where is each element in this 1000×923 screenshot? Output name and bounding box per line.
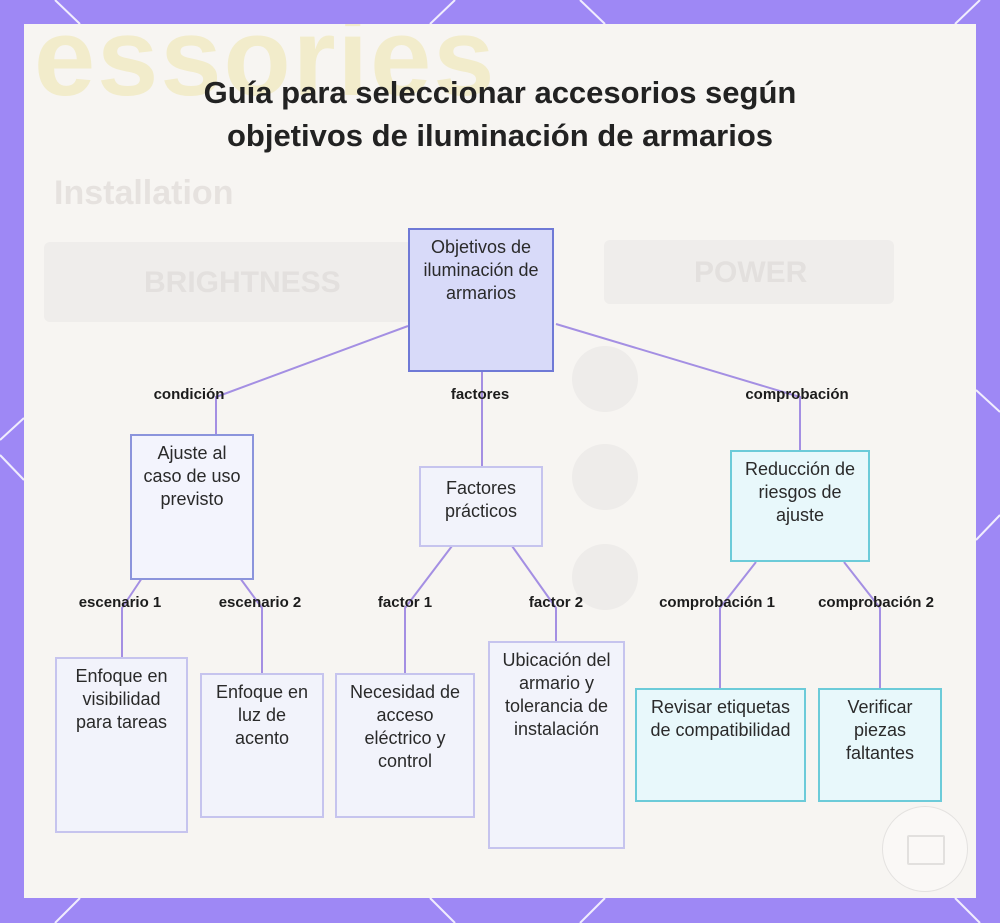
- node-label: Verificar piezas faltantes: [845, 697, 915, 763]
- node-reduccion-riesgos: Reducción de riesgos de ajuste: [730, 450, 870, 562]
- node-label: Revisar etiquetas de compatibilidad: [650, 697, 791, 740]
- background-brightness-text: BRIGHTNESS: [144, 266, 341, 299]
- edge-label-factor-2: factor 2: [528, 594, 584, 611]
- watermark-badge: [882, 806, 968, 892]
- background-circle: [572, 444, 638, 510]
- edge-label-factores: factores: [450, 386, 510, 403]
- node-label: Enfoque en visibilidad para tareas: [75, 666, 168, 732]
- connector-root-ajuste: [215, 325, 409, 434]
- node-etiquetas-compatibilidad: Revisar etiquetas de compatibilidad: [635, 688, 806, 802]
- connector-factores-ubicacion: [511, 545, 557, 641]
- node-ubicacion-armario: Ubicación del armario y tolerancia de in…: [488, 641, 625, 849]
- node-label: Objetivos de iluminación de armarios: [423, 237, 539, 303]
- node-acceso-electrico: Necesidad de acceso eléctrico y control: [335, 673, 475, 818]
- node-ajuste-caso-uso: Ajuste al caso de uso previsto: [130, 434, 254, 580]
- background-circle: [572, 346, 638, 412]
- edge-label-factor-1: factor 1: [377, 594, 433, 611]
- background-circle: [572, 544, 638, 610]
- connector-reduccion-piezas: [843, 561, 881, 688]
- node-label: Reducción de riesgos de ajuste: [744, 459, 856, 525]
- edge-label-comprobacion-2: comprobación 2: [818, 594, 934, 611]
- node-visibilidad-tareas: Enfoque en visibilidad para tareas: [55, 657, 188, 833]
- node-label: Enfoque en luz de acento: [215, 682, 309, 748]
- background-power-panel: POWER: [604, 240, 894, 304]
- edge-label-comprobacion: comprobación: [745, 386, 849, 403]
- node-factores-practicos: Factores prácticos: [419, 466, 543, 547]
- node-piezas-faltantes: Verificar piezas faltantes: [818, 688, 942, 802]
- connector-lines: [121, 323, 881, 688]
- edge-label-condicion: condición: [153, 386, 225, 403]
- diagram-title: Guía para seleccionar accesorios según o…: [203, 75, 797, 153]
- edge-label-escenario-1: escenario 1: [78, 594, 162, 611]
- node-root-objetivos: Objetivos de iluminación de armarios: [408, 228, 554, 372]
- node-label: Necesidad de acceso eléctrico y control: [349, 682, 461, 771]
- connector-ajuste-acento: [239, 577, 263, 673]
- node-label: Ubicación del armario y tolerancia de in…: [502, 650, 611, 739]
- background-brightness-panel: BRIGHTNESS: [44, 242, 414, 322]
- connector-factores-acceso: [404, 545, 453, 673]
- node-label: Factores prácticos: [444, 478, 518, 521]
- diagram-card: essories Installation BRIGHTNESS POWER G…: [24, 24, 976, 898]
- edge-label-escenario-2: escenario 2: [218, 594, 302, 611]
- connector-reduccion-etiquetas: [719, 561, 757, 688]
- connector-ajuste-tareas: [121, 577, 143, 657]
- node-label: Ajuste al caso de uso previsto: [143, 443, 241, 509]
- watermark-icon: [907, 835, 945, 865]
- edge-label-comprobacion-1: comprobación 1: [659, 594, 775, 611]
- connector-root-reduccion: [555, 323, 801, 450]
- node-luz-acento: Enfoque en luz de acento: [200, 673, 324, 818]
- background-power-text: POWER: [694, 256, 808, 289]
